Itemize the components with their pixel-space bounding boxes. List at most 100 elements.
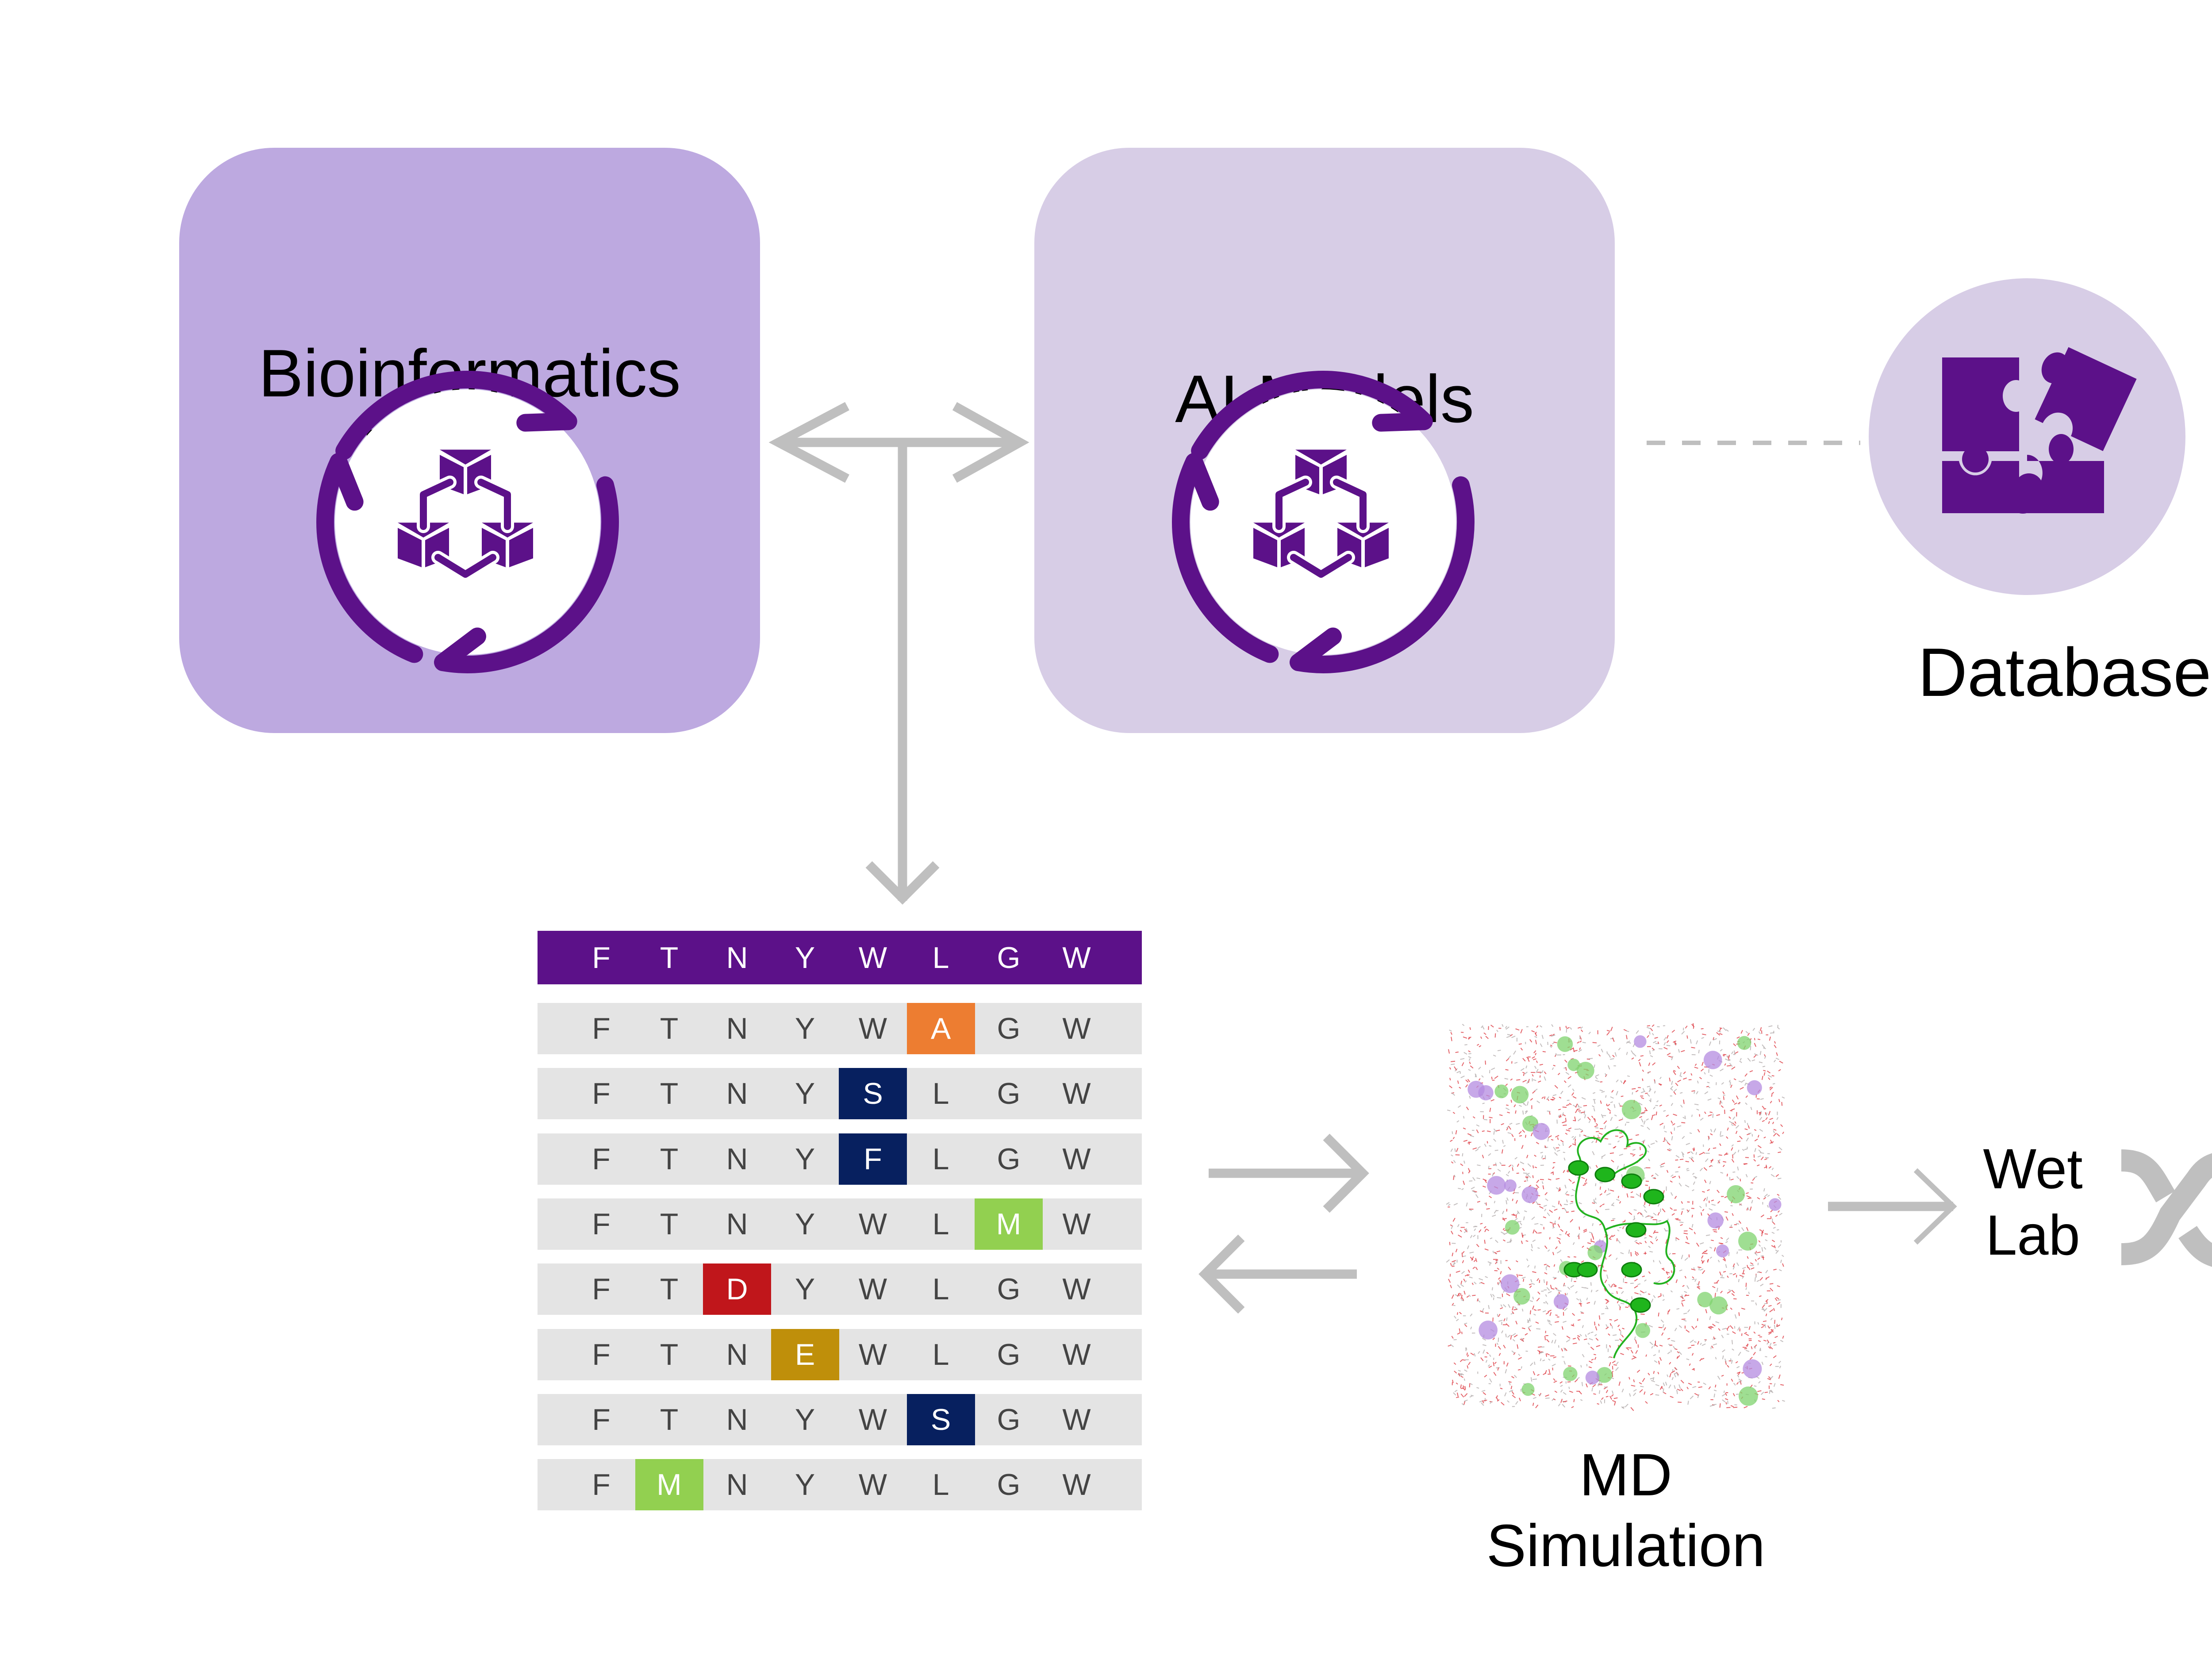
water-molecule	[1764, 1391, 1768, 1393]
water-molecule	[1673, 1088, 1677, 1092]
chain-link	[420, 479, 453, 530]
residue-cell: T	[660, 1142, 679, 1176]
water-molecule	[1732, 1213, 1734, 1216]
water-molecule	[1773, 1227, 1776, 1229]
water-molecule	[1517, 1164, 1519, 1167]
water-molecule	[1719, 1033, 1723, 1035]
water-molecule	[1580, 1026, 1583, 1029]
water-molecule	[1714, 1293, 1716, 1298]
water-molecule	[1649, 1215, 1653, 1217]
water-molecule	[1455, 1318, 1459, 1321]
water-molecule	[1520, 1029, 1523, 1033]
water-molecule	[1773, 1130, 1775, 1133]
water-molecule	[1722, 1164, 1725, 1167]
water-molecule	[1694, 1279, 1697, 1282]
water-molecule	[1666, 1114, 1669, 1117]
water-molecule	[1692, 1386, 1697, 1388]
water-molecule	[1565, 1071, 1570, 1075]
water-molecule	[1545, 1353, 1548, 1357]
water-molecule	[1565, 1231, 1567, 1235]
water-molecule	[1726, 1328, 1728, 1331]
water-molecule	[1532, 1296, 1534, 1300]
water-molecule	[1515, 1110, 1517, 1114]
water-molecule	[1751, 1134, 1753, 1137]
water-molecule	[1525, 1172, 1530, 1176]
water-molecule	[1597, 1045, 1601, 1047]
water-molecule	[1637, 1283, 1641, 1285]
water-molecule	[1625, 1306, 1628, 1308]
water-molecule	[1777, 1027, 1780, 1030]
water-molecule	[1640, 1386, 1644, 1387]
water-molecule	[1710, 1133, 1713, 1136]
water-molecule	[1581, 1029, 1583, 1032]
water-molecule	[1562, 1121, 1566, 1123]
ion-sphere-purple	[1743, 1359, 1762, 1379]
water-molecule	[1593, 1118, 1596, 1121]
water-molecule	[1450, 1344, 1454, 1348]
water-molecule	[1712, 1286, 1716, 1288]
water-molecule	[1491, 1068, 1495, 1070]
water-molecule	[1470, 1235, 1473, 1238]
water-molecule	[1492, 1079, 1495, 1081]
water-molecule	[1736, 1036, 1740, 1039]
water-molecule	[1645, 1215, 1649, 1218]
water-molecule	[1778, 1069, 1781, 1071]
water-molecule	[1631, 1050, 1634, 1055]
water-molecule	[1633, 1053, 1636, 1057]
water-molecule	[1557, 1224, 1560, 1228]
water-molecule	[1468, 1037, 1471, 1040]
water-molecule	[1517, 1211, 1519, 1214]
water-molecule	[1674, 1041, 1677, 1045]
water-molecule	[1635, 1242, 1640, 1245]
water-molecule	[1450, 1032, 1452, 1035]
water-molecule	[1761, 1075, 1763, 1080]
water-molecule	[1599, 1089, 1603, 1091]
ion-sphere-green	[1567, 1059, 1580, 1071]
water-molecule	[1535, 1404, 1539, 1409]
water-molecule	[1582, 1325, 1584, 1328]
water-molecule	[1778, 1196, 1782, 1200]
residue-cell: N	[726, 1012, 748, 1045]
water-molecule	[1520, 1068, 1525, 1071]
water-molecule	[1754, 1043, 1757, 1047]
water-molecule	[1689, 1227, 1693, 1230]
water-molecule	[1619, 1306, 1621, 1310]
cycle-arc	[1191, 371, 1433, 460]
water-molecule	[1685, 1294, 1690, 1296]
water-molecule	[1680, 1379, 1684, 1384]
ion-sphere-green	[1511, 1086, 1529, 1104]
water-molecule	[1760, 1156, 1764, 1160]
water-molecule	[1461, 1297, 1464, 1301]
water-molecule	[1480, 1310, 1484, 1313]
water-molecule	[1593, 1199, 1595, 1204]
water-molecule	[1610, 1058, 1614, 1060]
water-molecule	[1511, 1134, 1514, 1137]
water-molecule	[1669, 1362, 1671, 1365]
water-molecule	[1713, 1037, 1714, 1041]
water-molecule	[1675, 1218, 1679, 1220]
water-molecule	[1623, 1029, 1627, 1031]
water-molecule	[1453, 1160, 1456, 1163]
water-molecule	[1511, 1391, 1514, 1395]
residue-cell: Y	[795, 1142, 815, 1176]
residue-cell: W	[1062, 1012, 1091, 1045]
water-molecule	[1782, 1336, 1784, 1339]
water-molecule	[1478, 1078, 1481, 1081]
water-molecule	[1452, 1260, 1456, 1263]
water-molecule	[1641, 1139, 1646, 1142]
water-molecule	[1652, 1049, 1655, 1052]
water-molecule	[1610, 1026, 1613, 1031]
water-molecule	[1758, 1031, 1761, 1034]
water-molecule	[1497, 1169, 1501, 1172]
water-molecule	[1558, 1114, 1560, 1118]
water-molecule	[1775, 1057, 1779, 1060]
water-molecule	[1474, 1281, 1477, 1285]
water-molecule	[1513, 1050, 1517, 1055]
ion-sphere-green	[1697, 1292, 1713, 1308]
water-molecule	[1462, 1385, 1465, 1388]
water-molecule	[1779, 1213, 1783, 1216]
water-molecule	[1737, 1326, 1740, 1331]
water-molecule	[1517, 1221, 1521, 1222]
water-molecule	[1553, 1333, 1556, 1336]
